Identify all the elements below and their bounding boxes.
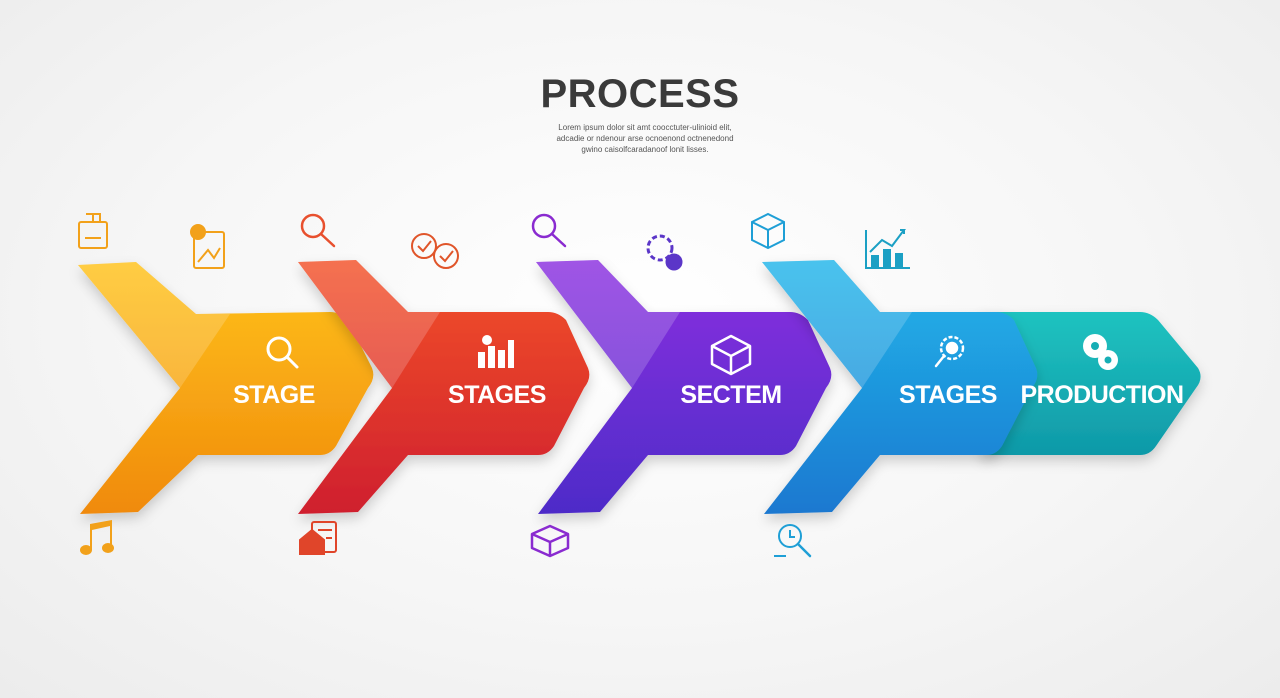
subtitle: Lorem ipsum dolor sit amt coocctuter-uli… <box>540 122 750 155</box>
page-title: PROCESS <box>540 72 740 116</box>
stage-2-highlight <box>298 260 440 388</box>
document-stand-icon <box>78 213 108 249</box>
stage-4-highlight <box>762 260 912 388</box>
bulb-document-icon <box>190 224 225 269</box>
stage-4 <box>762 260 1038 514</box>
stage-2-label: STAGES <box>448 381 546 409</box>
check-circles-icon <box>411 233 459 269</box>
magnifier-icon <box>266 336 299 369</box>
chart-people-icon <box>478 335 514 368</box>
stage-1-highlight <box>78 262 230 388</box>
stage-5-label: PRODUCTION <box>1020 381 1183 409</box>
stage-5 <box>980 312 1201 455</box>
subtitle-line: adcadie or ndenour arse ocnoenond octnen… <box>556 134 734 143</box>
stage-5-chevron <box>980 312 1201 455</box>
magnifier-icon <box>531 213 567 248</box>
clock-search-icon <box>774 524 812 558</box>
gear-pair-icon <box>1083 334 1118 370</box>
search-gear-icon <box>934 335 965 368</box>
music-note-icon <box>80 520 114 555</box>
stage-3-label: SECTEM <box>680 381 781 409</box>
stage-1 <box>78 262 374 514</box>
gear-icon <box>646 234 683 271</box>
box-icon <box>710 334 752 376</box>
stage-4-label: STAGES <box>899 381 997 409</box>
stage-2 <box>298 260 590 514</box>
growth-chart-icon <box>865 229 910 269</box>
house-document-icon <box>299 521 337 555</box>
stage-3 <box>536 260 832 514</box>
box-icon <box>751 212 785 250</box>
subtitle-line: gwino caisolfcaradanoof lonit lisses. <box>581 145 709 154</box>
stage-1-label: STAGE <box>233 381 315 409</box>
box-icon <box>530 524 570 558</box>
stage-3-highlight <box>536 260 680 388</box>
magnifier-icon <box>300 213 336 248</box>
subtitle-line: Lorem ipsum dolor sit amt coocctuter-uli… <box>558 123 732 132</box>
